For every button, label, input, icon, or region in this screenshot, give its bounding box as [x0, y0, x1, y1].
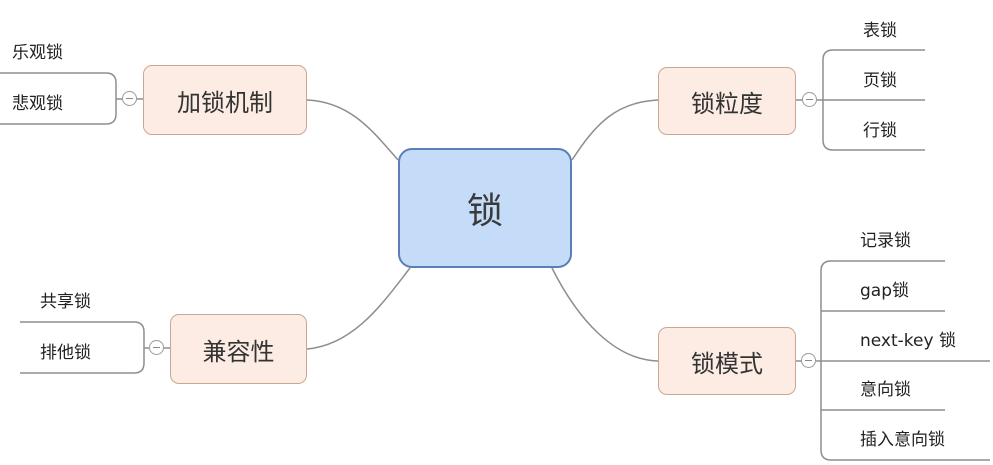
branch-compatibility[interactable]: 兼容性: [170, 314, 307, 384]
leaf-next-key-lock[interactable]: next-key 锁: [860, 331, 956, 351]
branch-mode[interactable]: 锁模式: [658, 327, 796, 395]
leaf-intention-lock[interactable]: 意向锁: [860, 380, 911, 400]
leaf-shared-lock[interactable]: 共享锁: [40, 292, 91, 312]
collapse-toggle-mode[interactable]: [801, 353, 816, 368]
connector-center-compatibility: [306, 267, 411, 350]
branch-granularity[interactable]: 锁粒度: [658, 67, 796, 135]
collapse-toggle-locking-mechanism[interactable]: [122, 91, 137, 106]
leaf-insert-intention-lock[interactable]: 插入意向锁: [860, 430, 945, 450]
leaf-gap-lock[interactable]: gap锁: [860, 281, 909, 301]
connector-center-mode: [551, 267, 659, 362]
leaf-page-lock[interactable]: 页锁: [863, 71, 897, 91]
collapse-toggle-granularity[interactable]: [802, 92, 817, 107]
leaf-exclusive-lock[interactable]: 排他锁: [40, 343, 91, 363]
connector-center-locking-mechanism: [306, 99, 399, 161]
leaf-optimistic-lock[interactable]: 乐观锁: [12, 43, 63, 63]
collapse-toggle-compatibility[interactable]: [149, 340, 164, 355]
leaf-row-lock[interactable]: 行锁: [863, 121, 897, 141]
center-node[interactable]: 锁: [398, 148, 572, 268]
leaf-table-lock[interactable]: 表锁: [863, 21, 897, 41]
leaf-pessimistic-lock[interactable]: 悲观锁: [12, 94, 63, 114]
connector-center-granularity: [571, 99, 659, 161]
leaf-record-lock[interactable]: 记录锁: [860, 231, 911, 251]
branch-locking-mechanism[interactable]: 加锁机制: [143, 65, 307, 135]
